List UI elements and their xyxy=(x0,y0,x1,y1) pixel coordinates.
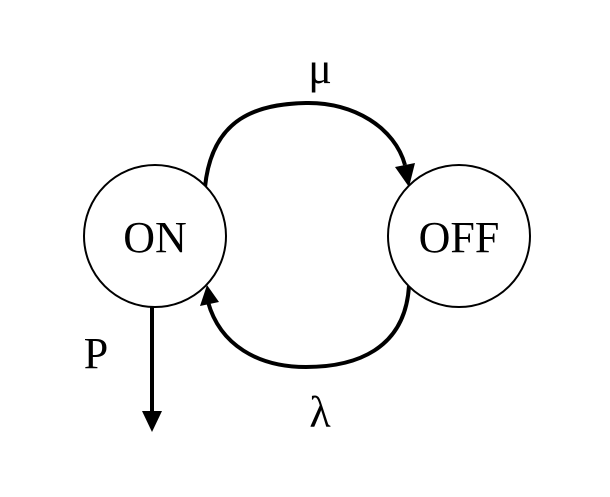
output-arrow xyxy=(142,307,162,432)
state-off-circle xyxy=(387,164,531,308)
output-label: P xyxy=(84,329,108,378)
rate-label-on-to-off: μ xyxy=(308,44,332,93)
arc-off-to-on xyxy=(206,285,411,370)
arrowhead-on-to-off xyxy=(395,163,415,187)
state-on: ON xyxy=(83,164,227,308)
arrowhead-off-to-on xyxy=(200,285,219,306)
transition-on-to-off xyxy=(203,100,415,188)
state-off-label: OFF xyxy=(419,213,500,262)
transition-off-to-on xyxy=(200,285,411,370)
output-arrowhead xyxy=(142,411,162,432)
arc-on-to-off xyxy=(203,100,407,188)
state-off: OFF xyxy=(387,164,531,308)
state-on-circle xyxy=(83,164,227,308)
rate-label-off-to-on: λ xyxy=(309,388,331,437)
state-on-label: ON xyxy=(123,213,187,262)
